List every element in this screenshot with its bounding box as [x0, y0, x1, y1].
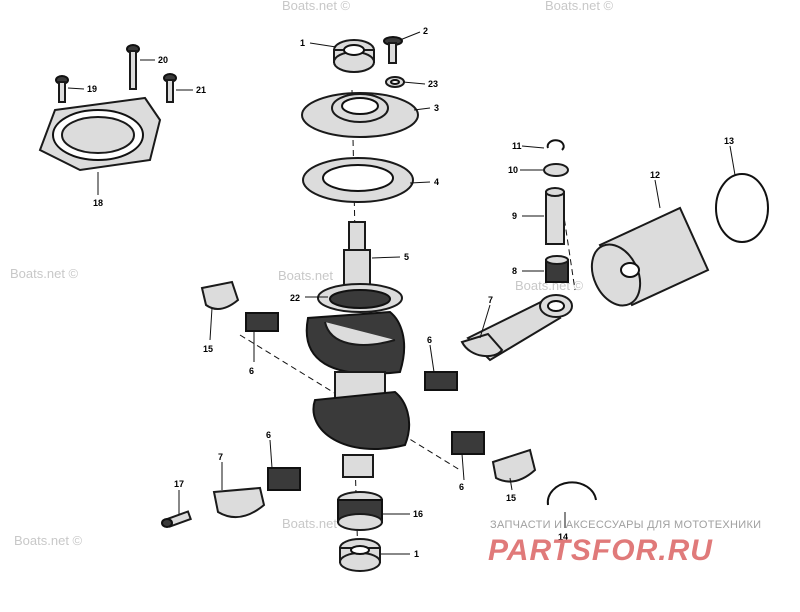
- bearing-half-15-left: [200, 280, 240, 310]
- roller-bearing-16: [337, 491, 383, 531]
- callout-13: 13: [724, 136, 734, 146]
- callout-18: 18: [93, 198, 103, 208]
- axis-line-diagonal: [239, 334, 461, 471]
- callout-20: 20: [158, 55, 168, 65]
- callout-15-left: 15: [203, 344, 213, 354]
- callout-10: 10: [508, 165, 518, 175]
- washer-10: [543, 163, 569, 177]
- callout-4: 4: [434, 177, 439, 187]
- watermark-bottom-center: Boats.net ©: [282, 516, 351, 531]
- seal-top: [333, 39, 375, 73]
- retaining-ring-14: [546, 481, 597, 506]
- callout-1-bottom: 1: [414, 549, 419, 559]
- callout-5: 5: [404, 252, 409, 262]
- needle-bearing-6-right: [424, 371, 458, 391]
- callout-16: 16: [413, 509, 423, 519]
- needle-bearing-6-left: [245, 312, 279, 332]
- callout-1-top: 1: [300, 38, 305, 48]
- callout-7-rod: 7: [488, 295, 493, 305]
- screw-17: [161, 510, 192, 528]
- retaining-ring-11: [546, 139, 565, 151]
- piston-ring: [715, 173, 769, 243]
- callout-17: 17: [174, 479, 184, 489]
- watermark-top: Boats.net ©: [282, 0, 351, 13]
- axis-line-pin: [559, 189, 576, 291]
- screw-20: [126, 44, 140, 90]
- callout-7-cap: 7: [218, 452, 223, 462]
- callout-23: 23: [428, 79, 438, 89]
- callout-21: 21: [196, 85, 206, 95]
- callout-12: 12: [650, 170, 660, 180]
- watermark-bottom-left: Boats.net ©: [14, 533, 83, 548]
- callout-14: 14: [558, 532, 568, 542]
- callout-22: 22: [290, 293, 300, 303]
- watermark-top-right: Boats.net ©: [545, 0, 614, 13]
- crankcase-cover: [38, 96, 162, 172]
- callout-6-left: 6: [249, 366, 254, 376]
- screw-19: [55, 75, 69, 103]
- needle-bearing-6-lower-left: [267, 467, 301, 491]
- callout-8: 8: [512, 266, 517, 276]
- seal-bottom: [339, 538, 381, 572]
- piston-pin: [545, 187, 565, 245]
- banner-logo: PARTSFOR.RU: [488, 534, 713, 567]
- callout-11: 11: [512, 141, 522, 151]
- connecting-rod: [460, 294, 573, 362]
- watermark-center: Boats.net: [278, 268, 333, 283]
- needle-bearing-8: [545, 255, 569, 283]
- banner-subtitle: ЗАПЧАСТИ И АКСЕССУАРЫ ДЛЯ МОТОТЕХНИКИ: [490, 519, 761, 531]
- callout-15-right: 15: [506, 493, 516, 503]
- rod-cap-7: [212, 486, 266, 519]
- bearing-housing-plate: [301, 92, 419, 138]
- callout-9: 9: [512, 211, 517, 221]
- screw-top: [383, 36, 403, 64]
- bearing-half-15-right: [491, 448, 537, 483]
- watermark-left: Boats.net ©: [10, 266, 79, 281]
- callout-6-lower-left: 6: [266, 430, 271, 440]
- screw-21: [163, 73, 177, 103]
- crankshaft: [305, 221, 411, 478]
- needle-bearing-6-lower-right: [451, 431, 485, 455]
- gasket-plate: [302, 157, 414, 203]
- callout-19: 19: [87, 84, 97, 94]
- callout-6-right: 6: [427, 335, 432, 345]
- callout-3: 3: [434, 103, 439, 113]
- bearing-22: [329, 289, 391, 309]
- callout-2: 2: [423, 26, 428, 36]
- piston: [590, 206, 710, 307]
- callout-6-lower-right: 6: [459, 482, 464, 492]
